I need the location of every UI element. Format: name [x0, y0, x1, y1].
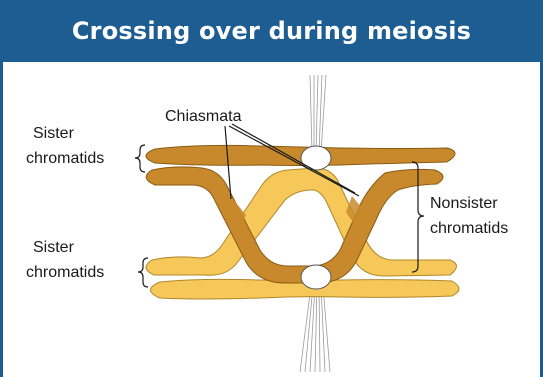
bracket-bottom-sister	[138, 258, 148, 287]
centromere-top	[301, 146, 331, 170]
label-sister-bottom-1: Sister	[33, 239, 75, 256]
label-sister-top-1: Sister	[33, 125, 75, 142]
label-sister-bottom-2: chromatids	[26, 264, 104, 281]
centromere-bottom	[301, 265, 331, 289]
label-nonsister-2: chromatids	[430, 220, 508, 237]
spindle-fibers	[300, 75, 330, 372]
bracket-top-sister	[135, 145, 145, 172]
label-sister-top-2: chromatids	[26, 150, 104, 167]
label-nonsister-1: Nonsister	[430, 195, 498, 212]
label-chiasmata: Chiasmata	[165, 108, 242, 125]
